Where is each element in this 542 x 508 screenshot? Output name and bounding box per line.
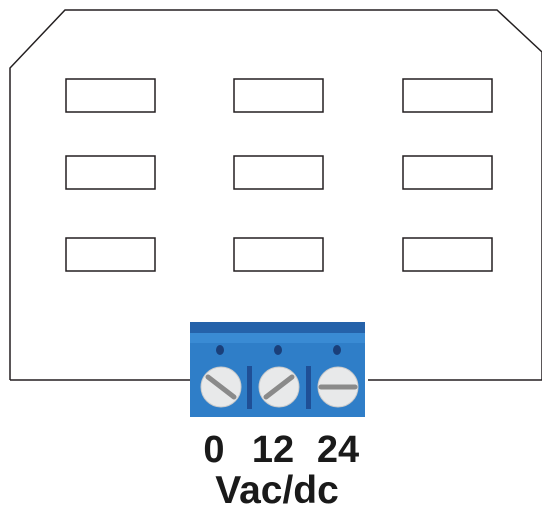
slot-r2-c1 (65, 155, 156, 190)
slot-r2-c3 (402, 155, 493, 190)
wire-hole-12 (274, 345, 282, 355)
terminal-label-0: 0 (203, 429, 224, 471)
slot-grid (65, 78, 493, 272)
slot-r2-c2 (233, 155, 324, 190)
wire-hole-0 (216, 345, 224, 355)
slot-r3-c3 (402, 237, 493, 272)
terminal-block-sheen (190, 333, 365, 343)
terminal-block (190, 322, 365, 417)
terminal-label-12: 12 (252, 429, 294, 471)
screw-12 (258, 366, 300, 408)
slot-r3-c2 (233, 237, 324, 272)
terminal-label-24: 24 (317, 429, 359, 471)
slot-r1-c3 (402, 78, 493, 113)
terminal-block-top (190, 322, 365, 334)
screw-0 (200, 366, 242, 408)
slot-r3-c1 (65, 237, 156, 272)
screw-slot-icon (205, 374, 237, 400)
unit-label: Vac/dc (215, 469, 339, 508)
slot-r1-c1 (65, 78, 156, 113)
terminal-separator-1 (247, 366, 252, 409)
slot-r1-c2 (233, 78, 324, 113)
terminal-separator-2 (306, 366, 311, 409)
screw-24 (317, 366, 359, 408)
screw-slot-icon (263, 374, 295, 400)
wire-hole-24 (333, 345, 341, 355)
